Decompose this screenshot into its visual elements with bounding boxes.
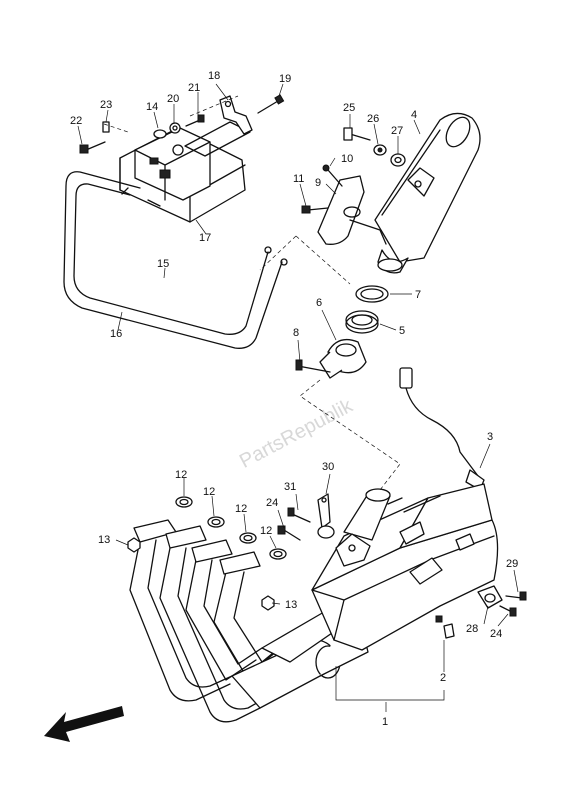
- collar: [169, 122, 181, 134]
- callout-12d: 12: [260, 525, 272, 537]
- callout-31: 31: [284, 481, 296, 493]
- bolt: [322, 164, 343, 187]
- callout-11: 11: [293, 173, 304, 185]
- front-direction-arrow-icon: [44, 706, 124, 742]
- callout-22: 22: [70, 115, 82, 127]
- callout-5: 5: [399, 325, 405, 337]
- grommet: [153, 129, 167, 139]
- muffler: [374, 112, 481, 274]
- bolt: [435, 615, 455, 639]
- watermark: PartsRepublik: [236, 394, 357, 472]
- callout-27: 27: [391, 125, 403, 137]
- callout-24a: 24: [266, 497, 278, 509]
- washer: [373, 144, 387, 156]
- callout-12b: 12: [203, 486, 215, 498]
- bracket: [317, 493, 331, 529]
- callout-3: 3: [487, 431, 493, 443]
- callout-30: 30: [322, 461, 334, 473]
- valve-pipe: [335, 488, 391, 567]
- gasket: [239, 532, 257, 544]
- bolt: [185, 114, 205, 127]
- callout-28: 28: [466, 623, 478, 635]
- bolt: [79, 141, 106, 154]
- callout-labels: 1 2 3 4 5 6 7 8 9 10 11 12 12 12 12 13 1…: [70, 70, 518, 728]
- callout-12a: 12: [175, 469, 187, 481]
- gasket: [207, 516, 225, 528]
- exhaust-valve: [319, 338, 367, 379]
- callout-10: 10: [341, 153, 353, 165]
- callout-20: 20: [167, 93, 179, 105]
- callout-24b: 24: [490, 628, 502, 640]
- damper: [477, 585, 503, 609]
- bolt: [295, 359, 331, 373]
- callout-23: 23: [100, 99, 112, 111]
- callout-29: 29: [506, 558, 518, 570]
- bracket: [219, 95, 253, 135]
- callout-21: 21: [188, 82, 200, 94]
- callout-26: 26: [367, 113, 379, 125]
- gasket: [355, 285, 389, 303]
- bolt: [343, 127, 371, 141]
- bolt: [287, 507, 311, 523]
- callout-8: 8: [293, 327, 299, 339]
- callout-2: 2: [440, 672, 446, 684]
- collar: [102, 121, 110, 133]
- bolt: [277, 525, 301, 541]
- callout-13a: 13: [98, 534, 110, 546]
- callout-15: 15: [157, 258, 169, 270]
- clamp: [345, 310, 379, 334]
- damper: [317, 525, 335, 539]
- leader-lines: [77, 83, 519, 712]
- bolt: [257, 94, 285, 114]
- gasket: [269, 548, 287, 560]
- callout-12c: 12: [235, 503, 247, 515]
- throttle-cables: [63, 171, 288, 349]
- bolt: [499, 605, 517, 617]
- collector-body: [311, 483, 499, 651]
- bolt: [301, 205, 329, 214]
- callout-16: 16: [110, 328, 122, 340]
- bolt: [505, 591, 527, 601]
- callout-1: 1: [382, 716, 388, 728]
- nut: [261, 595, 275, 611]
- callout-9: 9: [315, 177, 321, 189]
- callout-4: 4: [411, 109, 417, 121]
- callout-18: 18: [208, 70, 220, 82]
- callout-6: 6: [316, 297, 322, 309]
- callout-25: 25: [343, 102, 355, 114]
- callout-13b: 13: [285, 599, 297, 611]
- gasket: [175, 496, 193, 508]
- callout-17: 17: [199, 232, 211, 244]
- grommet: [390, 153, 406, 167]
- muffler-bracket: [317, 175, 387, 245]
- servo-motor-assembly: [119, 121, 251, 223]
- callout-19: 19: [279, 73, 291, 85]
- callout-14: 14: [146, 101, 158, 113]
- nut: [127, 537, 141, 553]
- callout-7: 7: [415, 289, 421, 301]
- oxygen-sensor: [399, 367, 485, 491]
